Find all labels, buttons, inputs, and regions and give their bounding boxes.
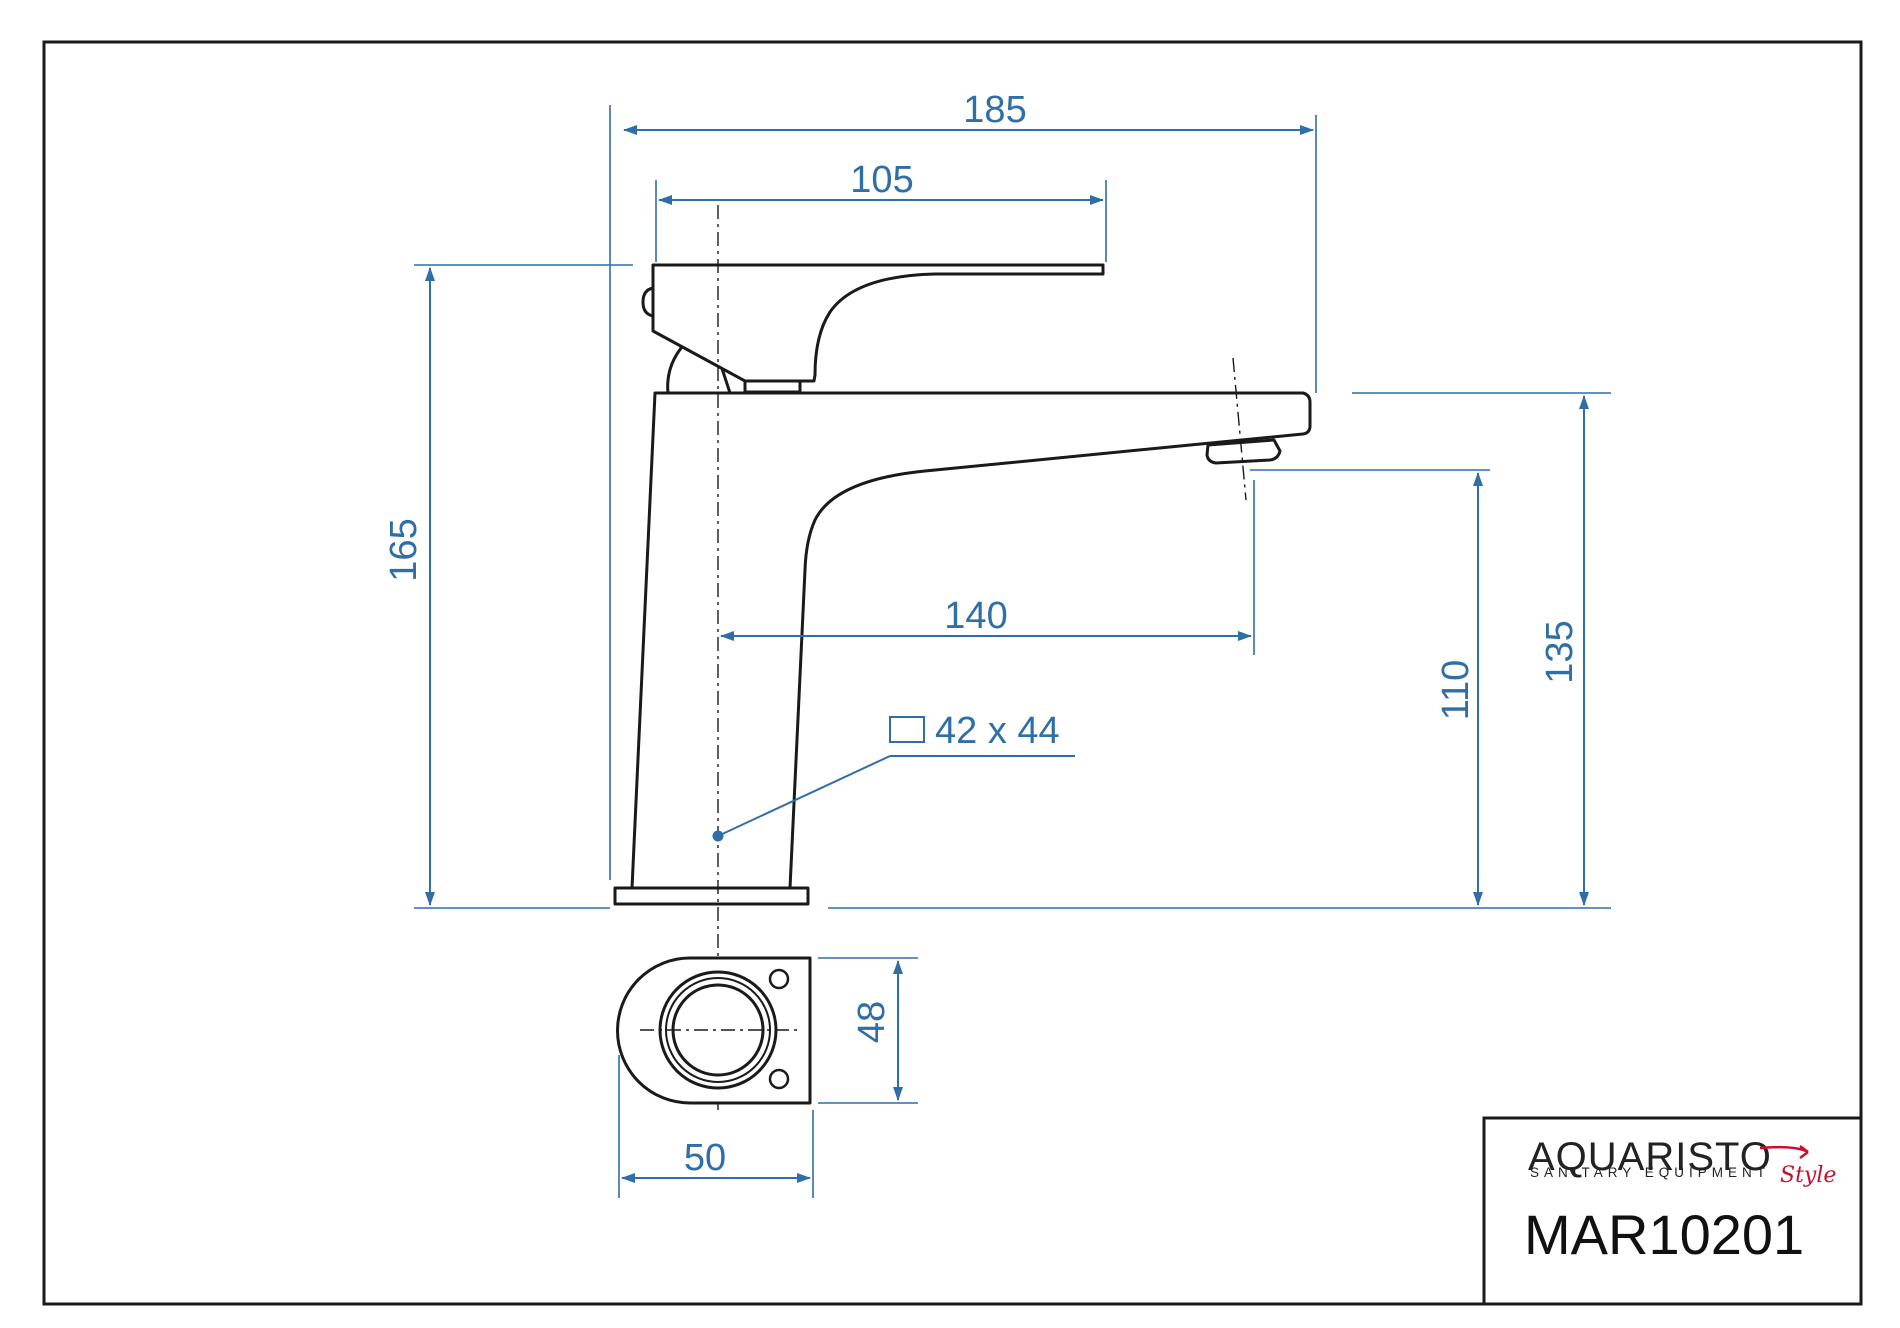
dim-spout-reach: 140 xyxy=(944,595,1007,637)
drawing-frame xyxy=(42,40,1863,1306)
dim-base-width: 50 xyxy=(684,1137,726,1179)
brand-tagline: SANITARY EQUIPMENT xyxy=(1530,1165,1770,1180)
dim-outlet-height: 110 xyxy=(1435,660,1477,721)
lever-button xyxy=(641,286,655,318)
dim-handle-length: 105 xyxy=(850,159,913,201)
title-block: AQUARISTO SANITARY EQUIPMENT Style MAR10… xyxy=(1482,1116,1863,1306)
brand-swoosh-icon xyxy=(1759,1145,1809,1159)
lever-collar xyxy=(743,379,802,394)
base-top-view xyxy=(616,956,812,1105)
dim-total-height: 165 xyxy=(383,518,425,581)
model-code: MAR10201 xyxy=(1524,1203,1804,1266)
mounting-hole-top xyxy=(768,968,790,990)
base-plate xyxy=(613,886,810,906)
faucet-body xyxy=(630,391,1312,890)
centerline-outlet xyxy=(1232,357,1247,501)
dimension-lines xyxy=(414,105,1611,1198)
faucet-side-view xyxy=(613,205,1312,1112)
brand-script: Style xyxy=(1780,1163,1836,1188)
section-square-symbol xyxy=(889,716,925,743)
brand-name: AQUARISTO xyxy=(1528,1135,1772,1179)
dim-spout-top-height: 135 xyxy=(1539,620,1581,683)
mounting-hole-bottom xyxy=(768,1068,790,1090)
lever-handle xyxy=(651,263,1105,383)
dim-overall-length: 185 xyxy=(963,89,1026,131)
dim-base-depth: 48 xyxy=(851,1001,893,1043)
spout-aerator xyxy=(1205,438,1282,465)
dim-base-section: 42 x 44 xyxy=(935,710,1060,752)
